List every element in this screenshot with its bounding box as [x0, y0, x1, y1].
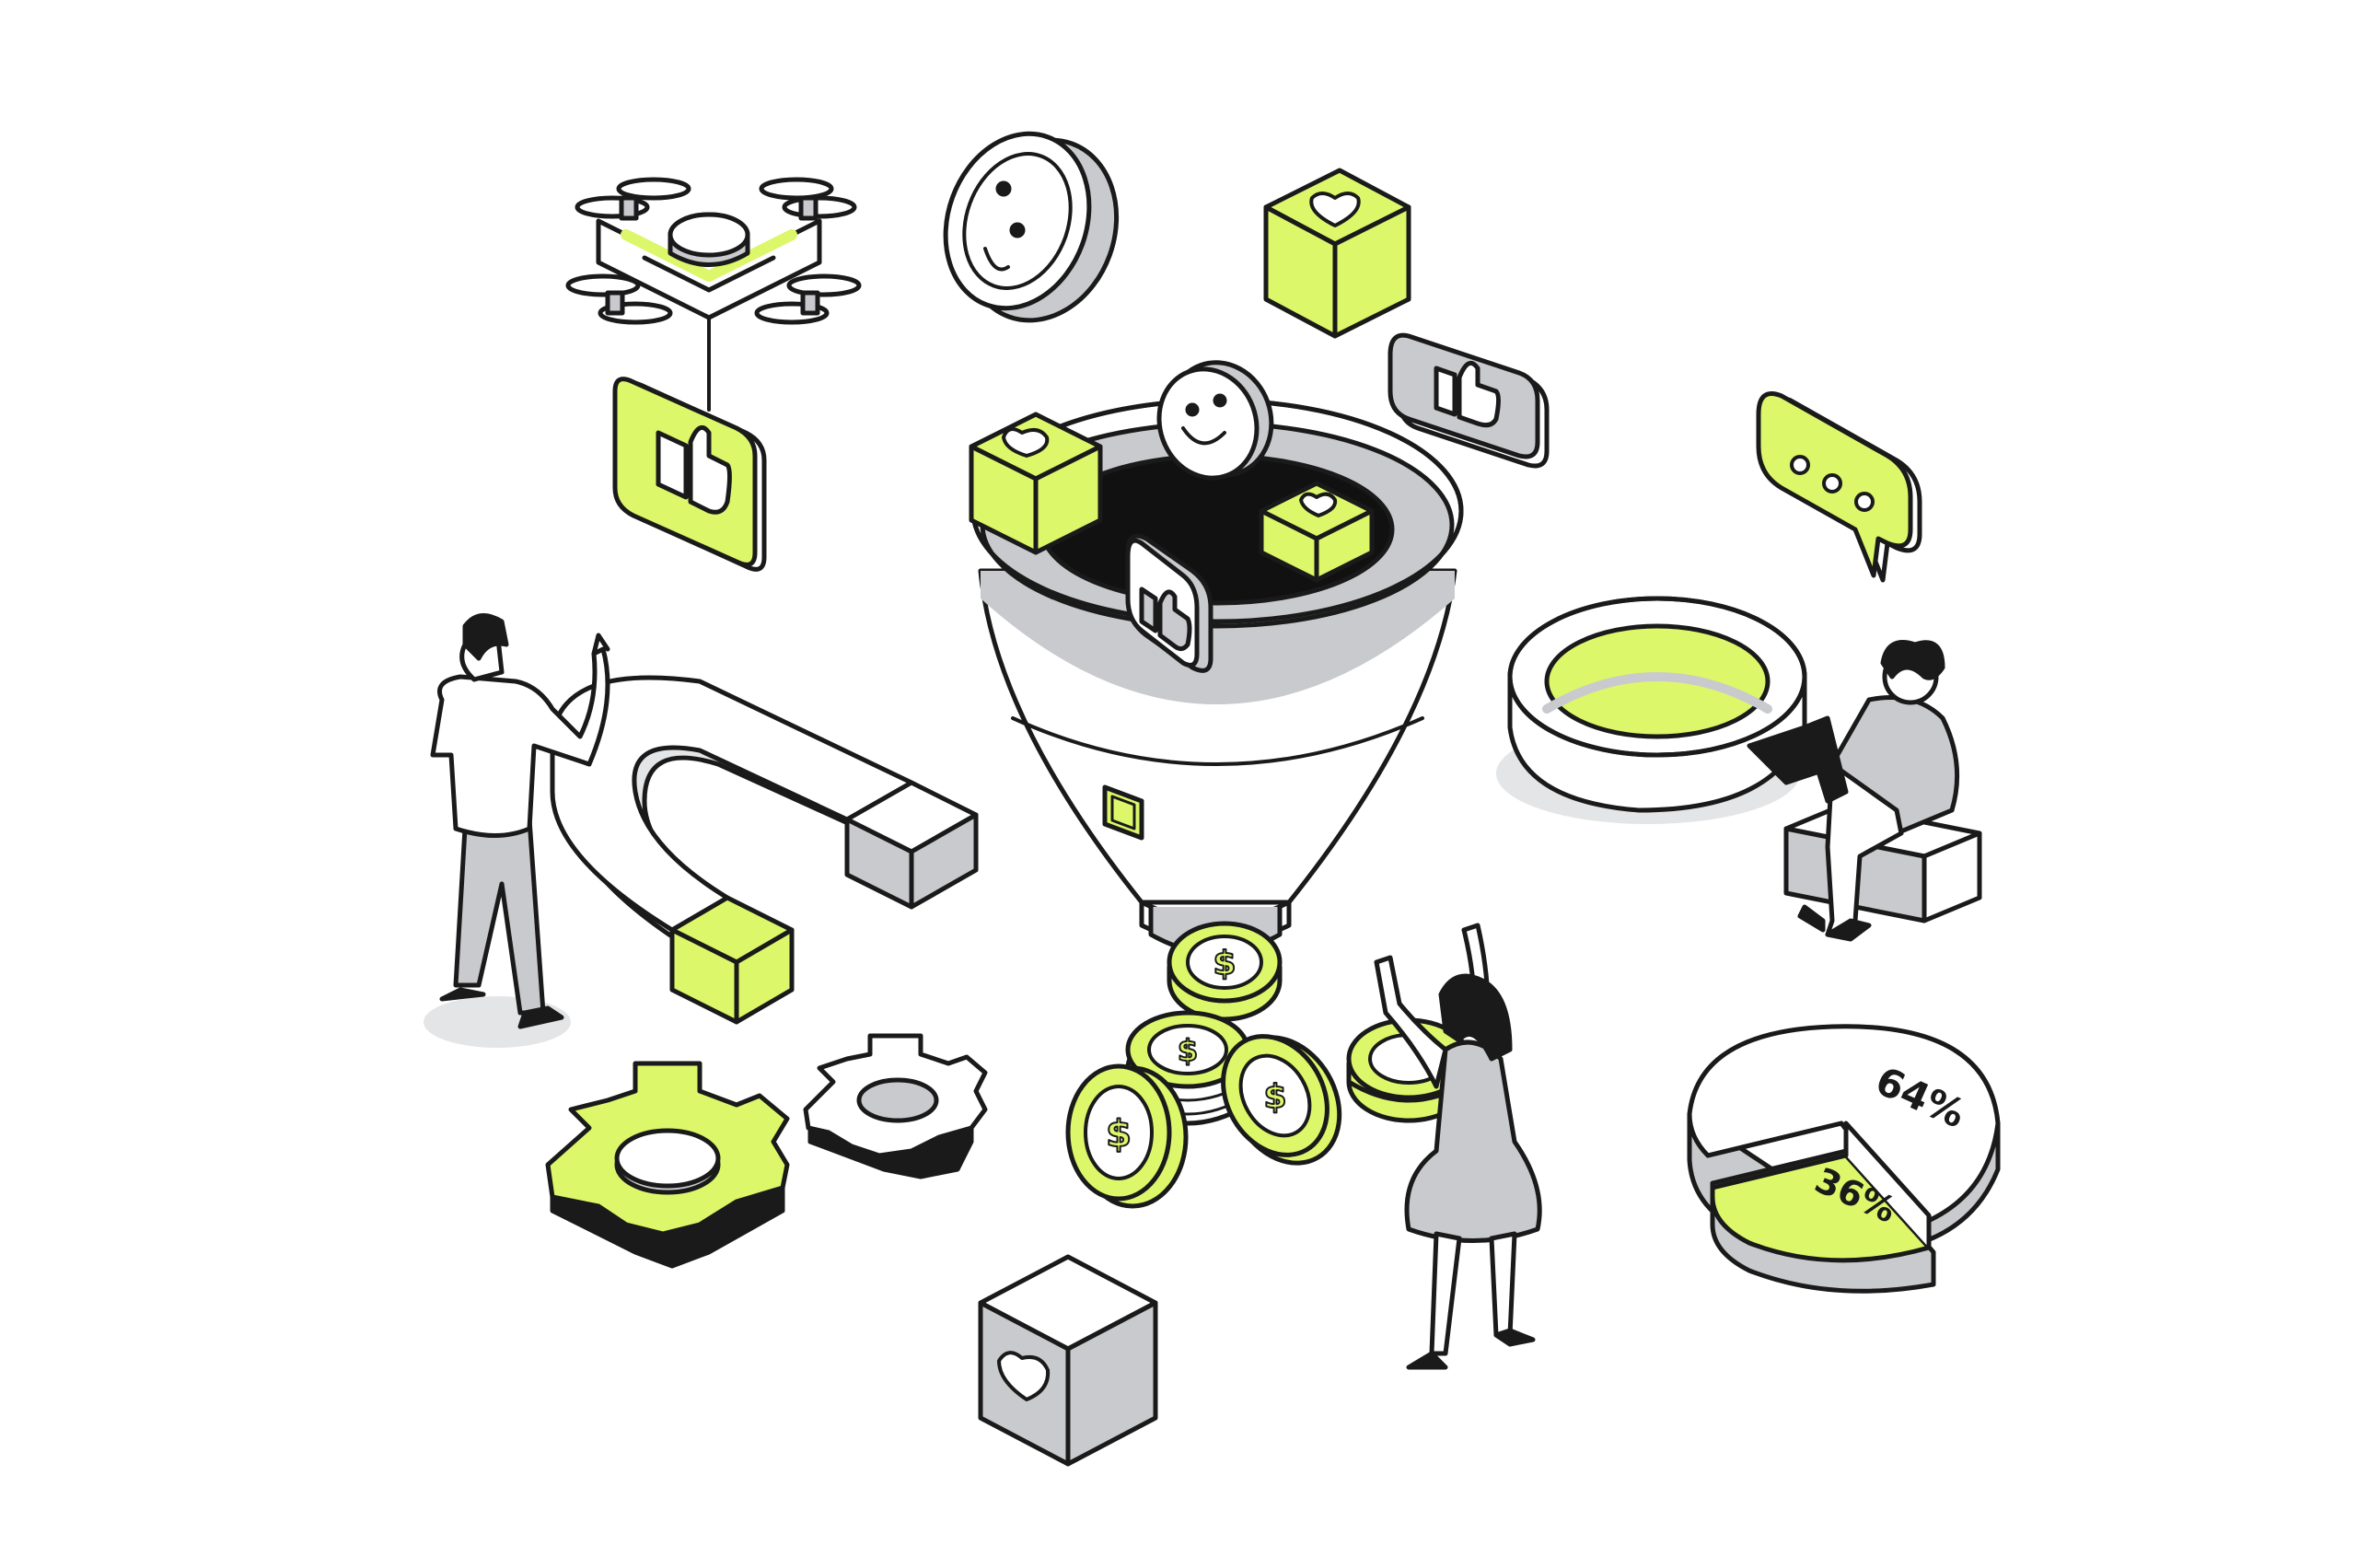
gear-icon: [545, 1061, 790, 1269]
heart-box-icon: [1263, 168, 1411, 339]
drone-icon: [565, 177, 862, 412]
gear-icon: [803, 1033, 988, 1179]
thumbs-up-icon: [612, 377, 767, 572]
magnet-icon: [550, 675, 979, 1025]
thumbs-up-icon: [1387, 332, 1550, 469]
svg-text:$: $: [1213, 945, 1236, 982]
thumbs-up-icon: [1125, 533, 1213, 673]
heart-box-icon: [1259, 481, 1375, 583]
smiley-icon: [1156, 360, 1274, 481]
coin-icon: $: [1167, 921, 1283, 1022]
svg-text:$: $: [1106, 1113, 1132, 1156]
woman-figure: [1374, 923, 1542, 1370]
coin-stack: $ $ $: [1065, 1010, 1471, 1209]
heart-box-icon: [969, 412, 1103, 555]
pie-chart-icon: 64% 36%: [1687, 1024, 2001, 1294]
chat-bubble-icon: [1756, 391, 1922, 583]
svg-text:$: $: [1263, 1078, 1286, 1116]
heart-box-icon: [978, 1254, 1158, 1467]
funnel-icon: [969, 360, 1464, 956]
svg-text:$: $: [1178, 1033, 1198, 1068]
sitting-person: [1797, 640, 1960, 942]
man-figure: [424, 613, 610, 1048]
magnifier-icon: [1496, 596, 1844, 824]
smiley-icon: [943, 131, 1120, 323]
